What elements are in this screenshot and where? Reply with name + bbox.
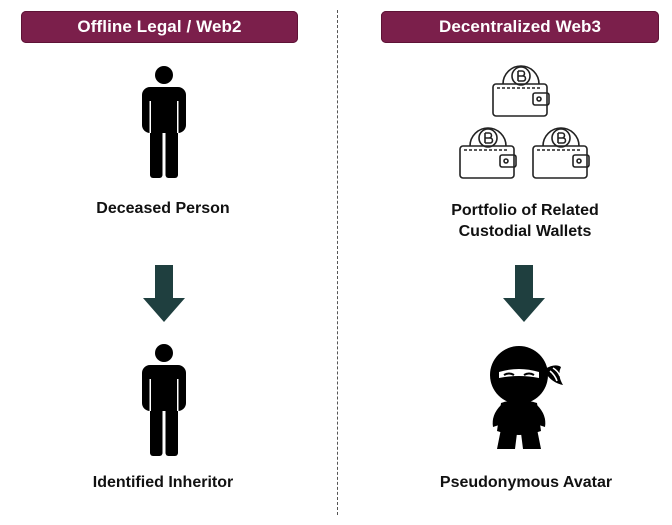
identified-inheritor-label: Identified Inheritor [92,474,234,491]
pseudonymous-avatar-label: Pseudonymous Avatar [439,474,613,491]
identified-inheritor-icon [142,344,186,456]
ninja-avatar-icon [490,346,563,449]
column-divider [337,10,338,515]
left-column-header: Offline Legal / Web2 [21,11,298,43]
left-down-arrow-icon [143,265,185,322]
right-column-header: Decentralized Web3 [381,11,659,43]
wallets-label-line2: Custodial Wallets [458,223,592,240]
wallet-icon [532,127,590,179]
wallet-icon [459,127,517,179]
wallet-icon [492,65,550,117]
wallets-label-line1: Portfolio of Related [451,202,599,219]
deceased-person-label: Deceased Person [96,200,230,217]
right-down-arrow-icon [503,265,545,322]
deceased-person-icon [142,66,186,178]
